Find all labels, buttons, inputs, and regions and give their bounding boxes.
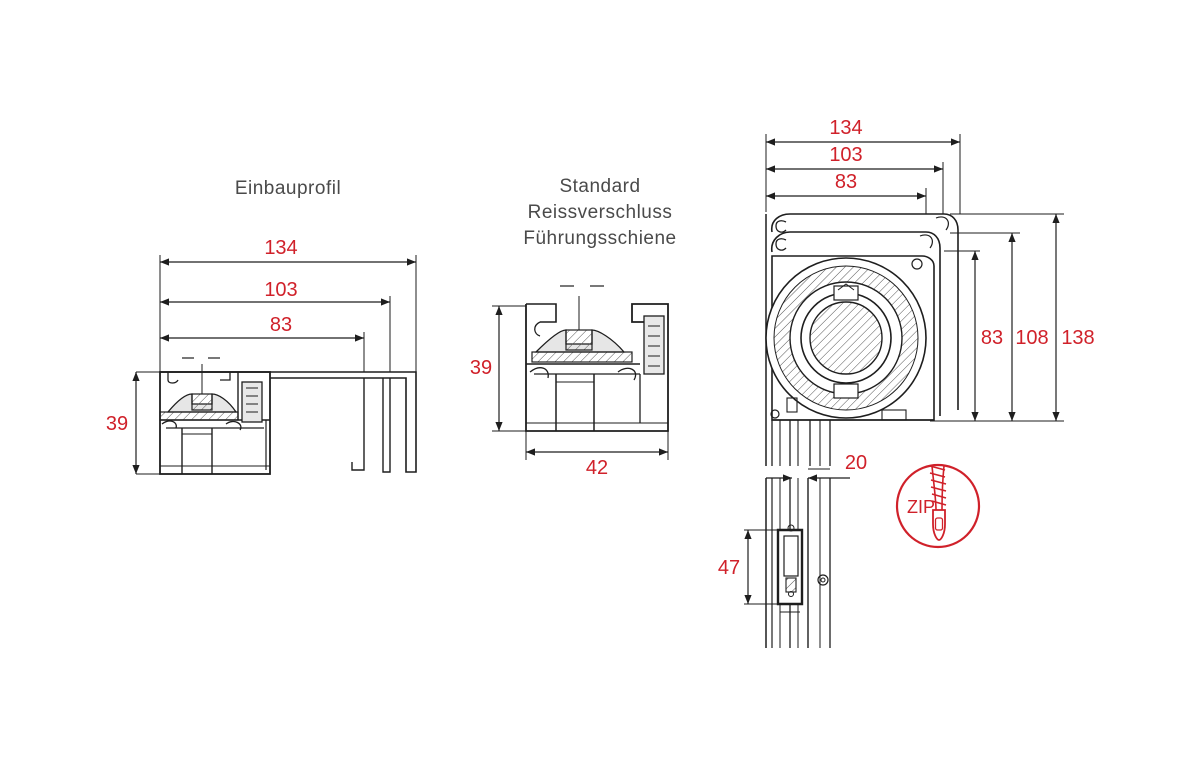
zipper-icon: [929, 465, 947, 541]
standard-title: Standard Reissverschluss Führungsschiene: [480, 174, 720, 252]
standard-drawing: [492, 285, 669, 460]
cassette-dim-height-108: 108: [1015, 327, 1048, 349]
cassette-dim-height-138: 138: [1061, 327, 1094, 349]
bottom-bar-dim-47: 47: [718, 557, 740, 579]
standard-title-line-2: Reissverschluss: [527, 202, 673, 223]
einbauprofil-drawing: [132, 255, 417, 475]
einbauprofil-title: Einbauprofil: [234, 178, 342, 199]
zip-badge: ZIP: [895, 463, 981, 549]
cassette-dim-83: 83: [835, 171, 857, 193]
cassette-drawing: [744, 134, 1064, 648]
zip-label: ZIP: [907, 497, 935, 517]
einbauprofil-dim-39: 39: [106, 413, 128, 435]
standard-dim-39: 39: [470, 357, 492, 379]
standard-title-line-3: Führungsschiene: [523, 228, 677, 249]
standard-title-line-1: Standard: [559, 176, 641, 197]
cassette-dim-height-83: 83: [981, 327, 1003, 349]
einbauprofil-dim-83: 83: [270, 314, 292, 336]
cassette-dim-134: 134: [829, 117, 862, 139]
cassette-dim-103: 103: [829, 144, 862, 166]
standard-dim-42: 42: [586, 457, 608, 479]
einbauprofil-dim-103: 103: [264, 279, 297, 301]
rail-dim-20: 20: [845, 452, 867, 474]
einbauprofil-dim-134: 134: [264, 237, 297, 259]
